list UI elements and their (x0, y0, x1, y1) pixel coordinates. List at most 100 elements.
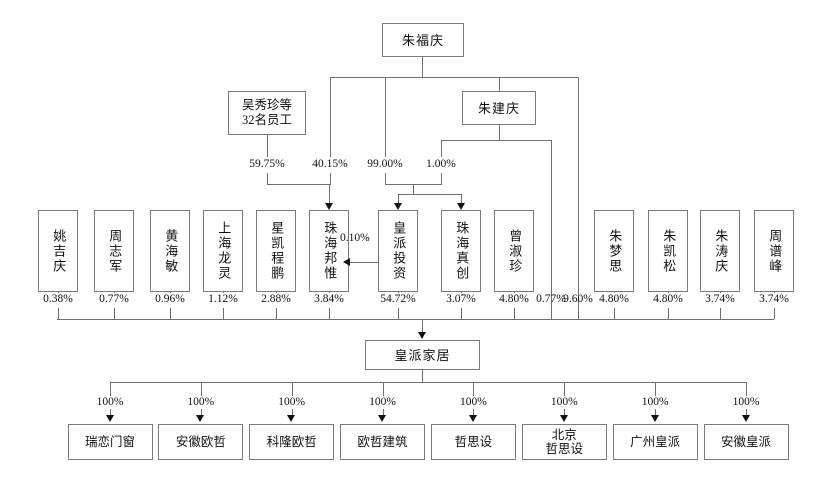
edge-zhouzhijun-to-bus (114, 308, 115, 319)
node-zhuhaibangwei-label: 珠海邦惟 (322, 221, 338, 281)
node-wuxiuzhen-line1: 吴秀珍等 (241, 98, 292, 112)
node-huangpai-tz: 皇派投资 (378, 210, 418, 292)
node-wuxiuzhen-line2: 32名员工 (241, 113, 292, 127)
node-zhutaoqing-label: 朱涛庆 (713, 228, 729, 274)
pct-zhumengsi: 4.80% (599, 293, 629, 305)
node-shanghailongling-label: 上海龙灵 (216, 221, 232, 281)
edge-zhukaisong-to-bus (668, 308, 669, 319)
node-sub-ruilian: 瑞恋门窗 (67, 424, 153, 460)
edge-5975-drop (267, 173, 268, 184)
arrowhead-huangpaitz (394, 203, 402, 210)
edge-zhuhaibangwei-stem (329, 292, 330, 293)
company-output-stem (422, 370, 423, 382)
edge-zhukaisong-stem (668, 292, 669, 293)
edge-zhutaoqing-to-bus (720, 308, 721, 319)
node-zengshuzhen: 曾淑珍 (494, 210, 534, 292)
edge-4015-drop (330, 173, 331, 184)
node-zhoupufeng-label: 周谱峰 (767, 228, 783, 274)
arrowhead-sub-kelongouzhe (287, 415, 296, 422)
edge-yaojiqing-stem (58, 292, 59, 293)
node-sub-anhuihuangpai: 安徽皇派 (703, 424, 789, 460)
node-wuxiuzhen-employees: 吴秀珍等 32名员工 (228, 91, 306, 135)
pct-sub-ruilian: 100% (96, 396, 124, 408)
edge-merge-bangwei-stem (329, 184, 330, 206)
edge-sub-beijingzhesishe-stem (564, 382, 566, 396)
edge-shanghailongling-stem (223, 292, 224, 293)
pct-sub-beijingzhesishe: 100% (550, 396, 578, 408)
arrowhead-sub-guangzhouhuangpai (650, 415, 659, 422)
edge-internal-010-stem (378, 262, 379, 263)
node-zhufuqing: 朱福庆 (382, 23, 464, 57)
node-zhoupufeng: 周谱峰 (754, 210, 794, 292)
node-sub-guangzhouhuangpai-line1: 广州皇派 (630, 435, 681, 449)
edge-zjq-direct-077 (551, 140, 552, 309)
node-shanghailongling: 上海龙灵 (203, 210, 243, 292)
edge-sub-kelongouzhe-stem2 (291, 409, 293, 415)
node-zengshuzhen-label: 曾淑珍 (507, 228, 523, 274)
edge-yaojiqing-to-bus (58, 308, 59, 319)
edge-sub-guangzhouhuangpai-stem2 (655, 409, 657, 415)
node-sub-anhuiouzhe: 安徽欧哲 (158, 424, 244, 460)
node-sub-anhuihuangpai-line1: 安徽皇派 (720, 435, 771, 449)
arrowhead-sub-ouzhejianzhu (378, 415, 387, 422)
pct-9900: 99.00% (367, 158, 403, 170)
node-zhuhaibangwei: 珠海邦惟 (309, 210, 349, 292)
edge-wu-stem (267, 135, 268, 157)
edge-sub-guangzhouhuangpai-stem (655, 382, 657, 396)
node-sub-ouzhejianzhu: 欧哲建筑 (340, 424, 426, 460)
node-zhukaisong-label: 朱凯松 (661, 228, 677, 274)
node-zhouzhijun: 周志军 (94, 210, 134, 292)
edge-zengshuzhen-to-bus (514, 308, 515, 319)
pct-zhouzhijun: 0.77% (99, 293, 129, 305)
node-huanghaimin-label: 黄海敏 (163, 228, 179, 274)
node-sub-ouzhejianzhu-line1: 欧哲建筑 (357, 435, 408, 449)
edge-zhujianqing-direct-to-bus (551, 308, 552, 319)
node-huangpai-jiaju-label: 皇派家居 (394, 347, 451, 363)
node-yaojiqing: 姚吉庆 (38, 210, 78, 292)
edge-xingkaichengpeng-to-bus (276, 308, 277, 319)
arrowhead-internal-010 (343, 258, 350, 266)
pct-xingkaichengpeng: 2.88% (261, 293, 291, 305)
edge-zhuhaizhenchuang-stem (461, 292, 462, 293)
node-zhuhaizhenchuang: 珠海真创 (441, 210, 481, 292)
edge-tz-left (398, 194, 399, 206)
pct-zhujianqing-direct: 0.77% (536, 293, 566, 305)
node-sub-guangzhouhuangpai: 广州皇派 (612, 424, 698, 460)
edge-internal-010-up (378, 240, 379, 262)
edge-zengshuzhen-stem (514, 292, 515, 293)
edge-sub-ouzhejianzhu-stem (382, 382, 384, 396)
edge-zhutaoqing-stem (720, 292, 721, 293)
node-zhumengsi: 朱梦思 (594, 210, 634, 292)
company-input-bus (57, 319, 774, 320)
node-sub-beijingzhesishe-line2: 哲思设 (545, 442, 584, 456)
edge-sub-anhuihuangpai-stem2 (746, 409, 747, 415)
node-sub-kelongouzhe: 科隆欧哲 (249, 424, 335, 460)
edge-merge-bangwei (267, 184, 331, 185)
node-zhumengsi-label: 朱梦思 (607, 228, 623, 274)
edge-zjq-bus (441, 140, 551, 141)
pct-huanghaimin: 0.96% (155, 293, 185, 305)
pct-sub-zhesishe: 100% (460, 396, 487, 408)
edge-zhuhaizhenchuang-to-bus (461, 308, 462, 319)
edge-huangpai-tz-to-bus (398, 308, 399, 319)
arrowhead-bangwei (325, 203, 333, 210)
edge-sub-ouzhejianzhu-stem2 (382, 409, 384, 415)
node-yaojiqing-label: 姚吉庆 (51, 228, 67, 274)
edge-huangpai-tz-stem (398, 292, 399, 293)
edge-root-bus (330, 77, 579, 78)
node-zhukaisong: 朱凯松 (648, 210, 688, 292)
edge-root-stem (422, 57, 423, 77)
edge-sub-zhesishe-stem (473, 382, 475, 396)
edge-huanghaimin-to-bus (170, 308, 171, 319)
edge-sub-anhuihuangpai-stem (746, 382, 747, 396)
pct-sub-anhuiouzhe: 100% (187, 396, 215, 408)
pct-zhutaoqing: 3.74% (705, 293, 735, 305)
company-input-stem (422, 319, 423, 338)
pct-5975: 59.75% (249, 158, 285, 170)
edge-zhufuqing-direct-to-bus (578, 308, 579, 319)
pct-huangpai-tz: 54.72% (380, 293, 416, 305)
pct-zhuhaizhenchuang: 3.07% (446, 293, 476, 305)
edge-9900-drop (385, 173, 386, 184)
pct-zengshuzhen: 4.80% (499, 293, 529, 305)
